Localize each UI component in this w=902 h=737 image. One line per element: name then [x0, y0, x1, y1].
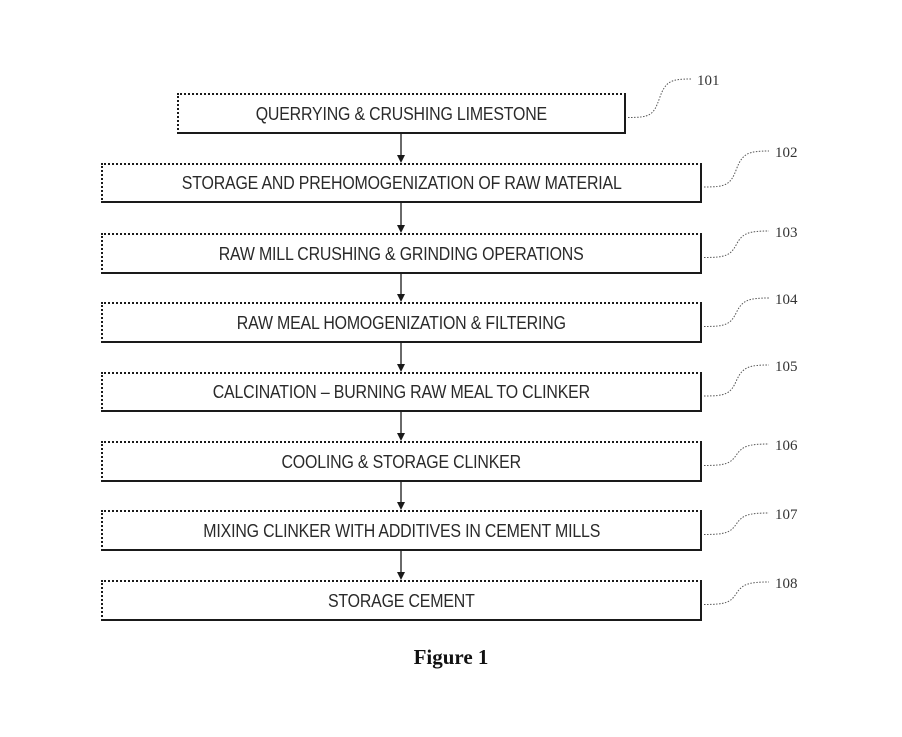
- flow-arrowhead: [397, 225, 405, 233]
- step-label: CALCINATION – BURNING RAW MEAL TO CLINKE…: [212, 381, 591, 402]
- leader-line: [703, 512, 770, 535]
- leader-line: [627, 78, 692, 118]
- step-box-quarrying: QUERRYING & CRUSHING LIMESTONE: [177, 93, 626, 134]
- leader-line: [703, 150, 770, 188]
- leader-line: [703, 297, 770, 327]
- step-label: STORAGE AND PREHOMOGENIZATION OF RAW MAT…: [181, 172, 622, 193]
- step-box-cooling: COOLING & STORAGE CLINKER: [101, 441, 702, 482]
- reference-numeral: 101: [697, 73, 720, 89]
- leader-line: [703, 364, 770, 397]
- leader-line: [703, 230, 770, 258]
- reference-numeral: 107: [775, 507, 798, 523]
- step-box-raw-meal-homogenization: RAW MEAL HOMOGENIZATION & FILTERING: [101, 302, 702, 343]
- reference-numeral: 104: [775, 292, 798, 308]
- reference-numeral: 108: [775, 576, 798, 592]
- reference-numeral: 102: [775, 145, 798, 161]
- flow-arrowhead: [397, 155, 405, 163]
- flow-arrowhead: [397, 572, 405, 580]
- flow-arrowhead: [397, 364, 405, 372]
- step-box-raw-mill: RAW MILL CRUSHING & GRINDING OPERATIONS: [101, 233, 702, 274]
- step-label: QUERRYING & CRUSHING LIMESTONE: [255, 102, 548, 124]
- reference-numeral: 105: [775, 359, 798, 375]
- step-label: MIXING CLINKER WITH ADDITIVES IN CEMENT …: [203, 519, 600, 541]
- reference-numeral: 106: [775, 438, 798, 454]
- flow-arrowhead: [397, 433, 405, 441]
- step-box-calcination: CALCINATION – BURNING RAW MEAL TO CLINKE…: [101, 372, 702, 412]
- step-box-mixing: MIXING CLINKER WITH ADDITIVES IN CEMENT …: [101, 510, 702, 551]
- step-label: COOLING & STORAGE CLINKER: [281, 450, 522, 472]
- step-label: RAW MILL CRUSHING & GRINDING OPERATIONS: [219, 242, 584, 264]
- figure-caption: Figure 1: [413, 645, 489, 669]
- flow-arrowhead: [397, 294, 405, 302]
- flow-arrowhead: [397, 502, 405, 510]
- step-box-prehomogenization: STORAGE AND PREHOMOGENIZATION OF RAW MAT…: [101, 163, 702, 203]
- leader-line: [703, 443, 770, 466]
- step-label: STORAGE CEMENT: [328, 589, 475, 611]
- leader-line: [703, 581, 770, 605]
- step-box-storage-cement: STORAGE CEMENT: [101, 580, 702, 621]
- reference-numeral: 103: [775, 225, 798, 241]
- step-label: RAW MEAL HOMOGENIZATION & FILTERING: [236, 311, 567, 333]
